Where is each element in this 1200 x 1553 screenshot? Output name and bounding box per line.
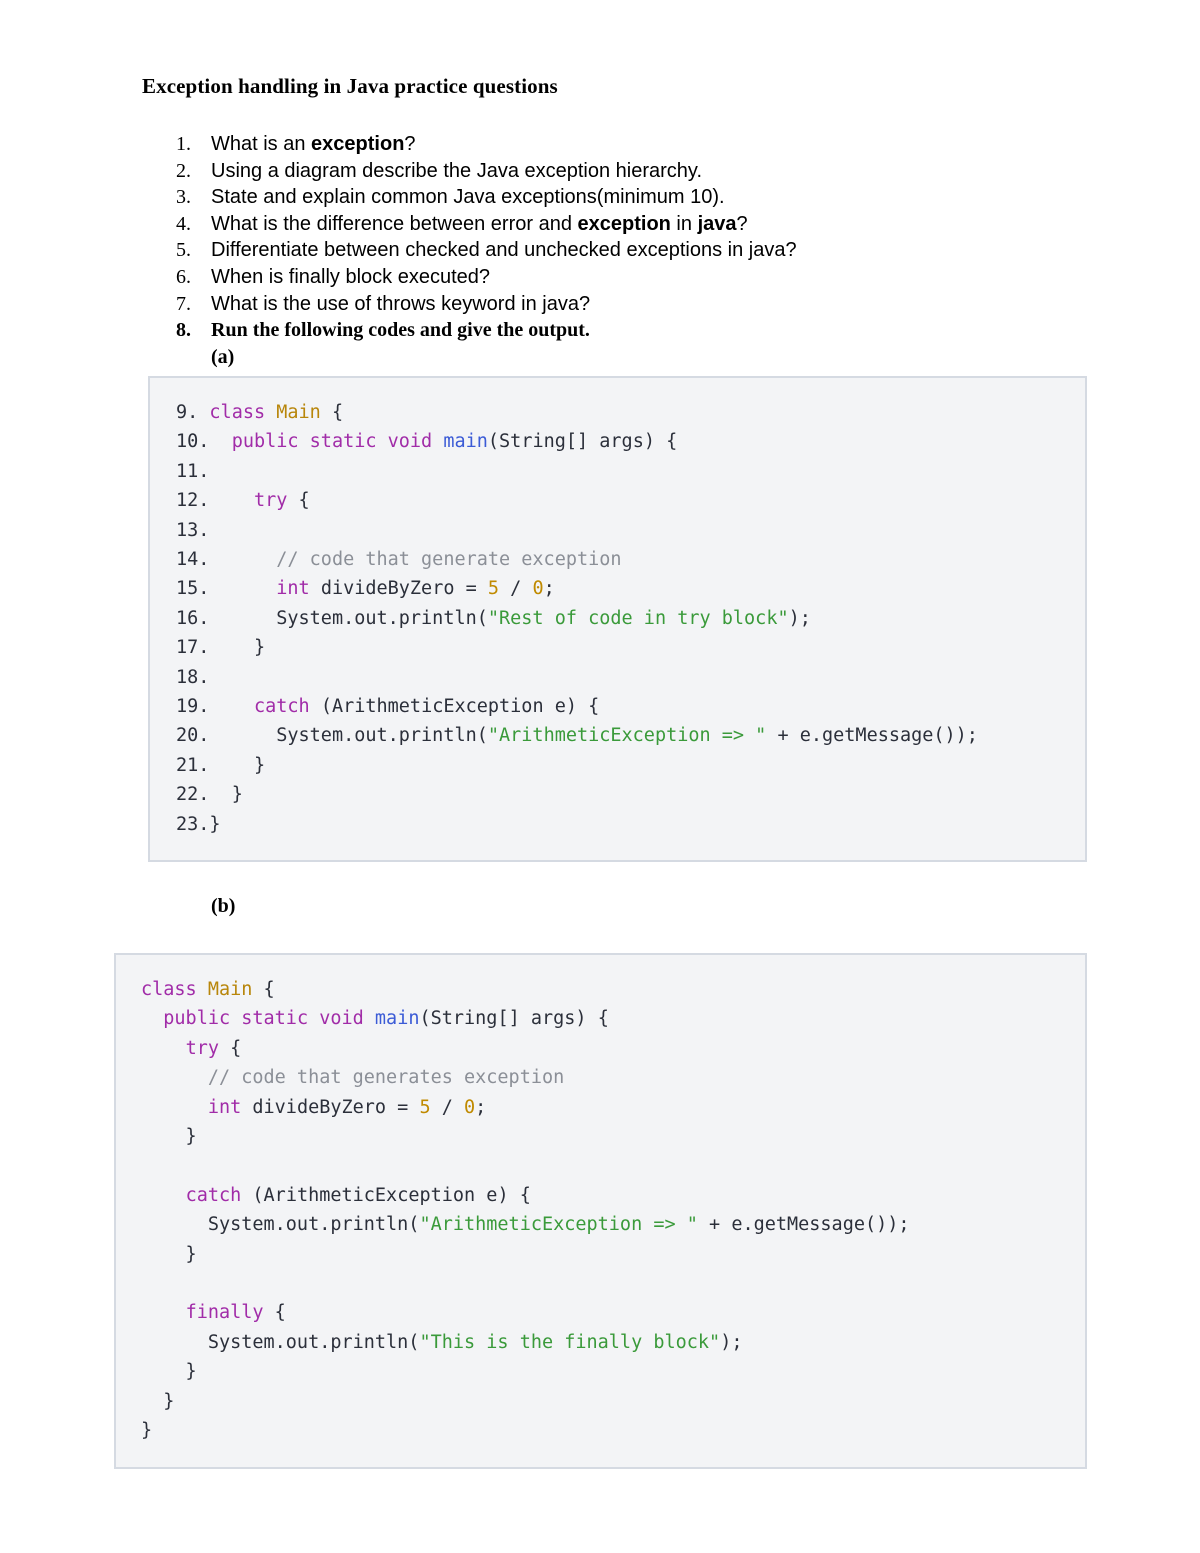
code-line: 11.	[176, 460, 210, 482]
code-line: 9. class Main {	[176, 402, 344, 423]
code-line: System.out.println("ArithmeticException …	[207, 1214, 910, 1236]
code-line: }	[141, 1420, 153, 1442]
code-line: 17. }	[176, 637, 266, 659]
question-7: 7.What is the use of throws keyword in j…	[176, 291, 797, 318]
code-line: 14. // code that generate exception	[176, 549, 622, 571]
document-title: Exception handling in Java practice ques…	[142, 74, 558, 98]
code-line: 18.	[176, 666, 210, 688]
question-number: 7.	[176, 292, 191, 315]
code-line: }	[141, 1390, 175, 1412]
question-8: 8.Run the following codes and give the o…	[176, 317, 797, 344]
question-4: 4.What is the difference between error a…	[176, 211, 797, 238]
code-line: 20. System.out.println("ArithmeticExcept…	[176, 725, 978, 747]
question-number: 1.	[176, 133, 191, 155]
code-line: // code that generates exception	[207, 1067, 565, 1089]
code-line: 16. System.out.println("Rest of code in …	[176, 607, 811, 629]
question-1: 1.What is an exception?	[176, 131, 797, 158]
question-number: 2.	[176, 159, 191, 182]
question-3: 3.State and explain common Java exceptio…	[176, 184, 797, 211]
code-line: try {	[185, 1037, 242, 1059]
code-line: 15. int divideByZero = 5 / 0;	[176, 578, 555, 600]
question-2: 2.Using a diagram describe the Java exce…	[176, 158, 797, 185]
question-number: 4.	[176, 212, 191, 235]
question-number: 3.	[176, 186, 191, 209]
code-line: 12. try {	[176, 490, 310, 512]
code-line: System.out.println("This is the finally …	[207, 1331, 743, 1353]
question-number: 6.	[176, 265, 191, 288]
code-line: }	[141, 1361, 197, 1383]
code-line: 10. public static void main(String[] arg…	[176, 431, 678, 453]
code-line: 19. catch (ArithmeticException e) {	[176, 696, 600, 718]
code-line: catch (ArithmeticException e) {	[185, 1184, 531, 1206]
question-5: 5.Differentiate between checked and unch…	[176, 237, 797, 264]
code-line: int divideByZero = 5 / 0;	[207, 1096, 487, 1118]
label-b: (b)	[211, 895, 236, 917]
question-number: 5.	[176, 239, 191, 262]
code-line: class Main {	[141, 979, 275, 1000]
question-list: 1.What is an exception? 2.Using a diagra…	[176, 131, 797, 344]
code-line: 21. }	[176, 754, 266, 776]
question-6: 6.When is finally block executed?	[176, 264, 797, 291]
code-a: 9. class Main { 10. public static void ma…	[176, 398, 978, 839]
label-a: (a)	[211, 346, 235, 368]
code-line: 23.}	[176, 813, 221, 835]
code-b: class Main { public static void main(Str…	[141, 975, 910, 1446]
question-number: 8.	[176, 319, 191, 342]
code-line	[141, 1269, 910, 1298]
code-line: }	[141, 1243, 197, 1265]
code-line: 22. }	[176, 784, 243, 806]
code-line: }	[141, 1126, 197, 1148]
code-block-b	[114, 953, 1087, 1469]
code-line	[141, 1151, 910, 1180]
code-line: 13.	[176, 519, 210, 541]
code-line: public static void main(String[] args) {	[163, 1008, 609, 1030]
code-block-a	[148, 376, 1087, 862]
code-line: finally {	[185, 1302, 286, 1324]
